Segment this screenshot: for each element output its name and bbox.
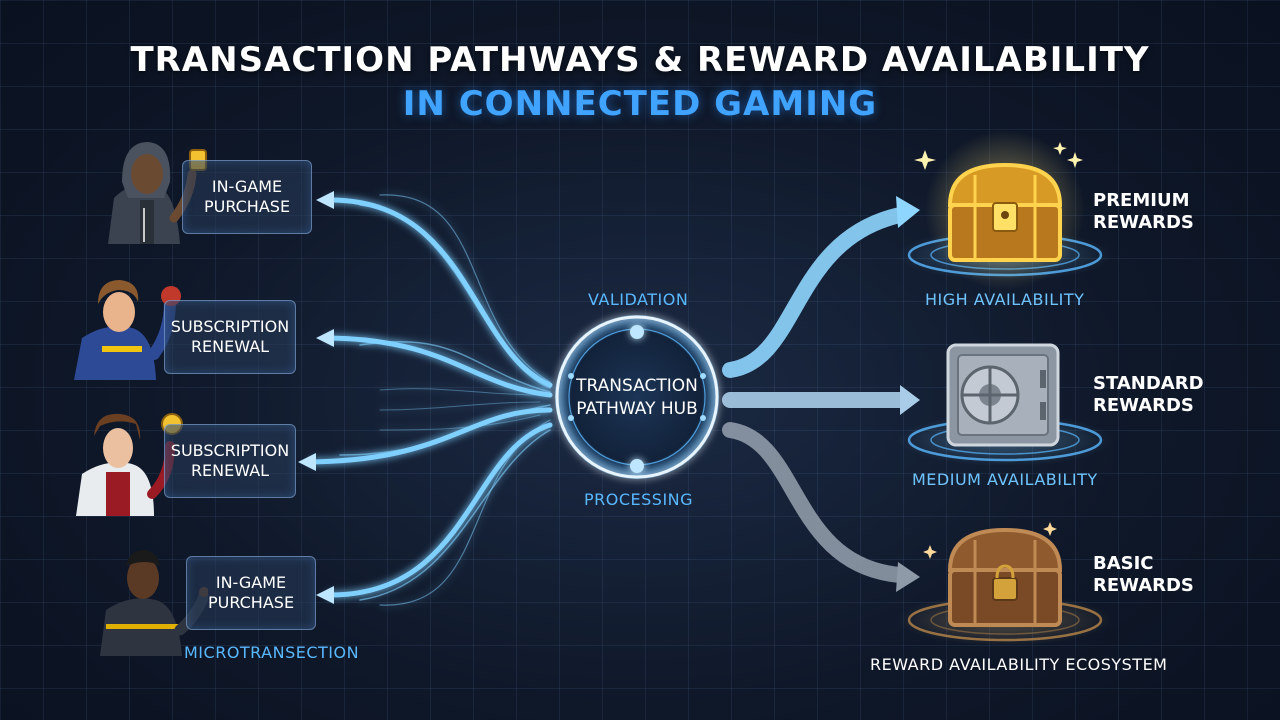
source-4-line1: IN-GAME bbox=[215, 573, 287, 592]
arrowhead-basic bbox=[896, 562, 920, 592]
gold-treasure-chest-icon bbox=[897, 130, 1113, 290]
arrowhead-premium bbox=[896, 196, 920, 228]
flow-line-1c bbox=[379, 194, 551, 383]
outbound-arrowheads bbox=[896, 196, 920, 592]
hub-circle bbox=[555, 315, 719, 479]
reward-standard-label: STANDARD REWARDS bbox=[1093, 373, 1204, 417]
source-box-3: SUBSCRIPTION RENEWAL bbox=[164, 424, 296, 498]
source-caption: MICROTRANSECTION bbox=[184, 643, 360, 662]
source-1-line2: PURCHASE bbox=[203, 197, 291, 216]
reward-premium-line2: REWARDS bbox=[1093, 212, 1194, 233]
flow-line-2b bbox=[359, 341, 551, 393]
source-2-line2: RENEWAL bbox=[190, 337, 270, 356]
source-1-line1: IN-GAME bbox=[211, 177, 283, 196]
availability-high: HIGH AVAILABILITY bbox=[925, 290, 1085, 309]
source-2-line1: SUBSCRIPTION bbox=[170, 317, 290, 336]
source-box-4: IN-GAME PURCHASE bbox=[186, 556, 316, 630]
arrowhead-3 bbox=[298, 453, 316, 471]
gamer-pointing-icon bbox=[100, 550, 208, 656]
flow-line-3b bbox=[339, 404, 551, 456]
flow-line-4c bbox=[379, 419, 551, 606]
source-3-line1: SUBSCRIPTION bbox=[170, 441, 290, 460]
arrowhead-4 bbox=[316, 586, 334, 604]
reward-standard-line1: STANDARD bbox=[1093, 373, 1204, 394]
arrowhead-2 bbox=[316, 329, 334, 347]
flow-line-1 bbox=[327, 197, 553, 388]
availability-medium: MEDIUM AVAILABILITY bbox=[912, 470, 1098, 489]
hub-title-line2: PATHWAY HUB bbox=[576, 399, 698, 419]
flow-line-1b bbox=[359, 204, 551, 389]
bronze-chest-icon bbox=[897, 522, 1113, 646]
reward-premium-label: PREMIUM REWARDS bbox=[1093, 190, 1194, 234]
inbound-arrowheads bbox=[298, 191, 334, 604]
source-3-line2: RENEWAL bbox=[190, 461, 270, 480]
inbound-flow-lines bbox=[309, 194, 553, 606]
title-line-2: IN CONNECTED GAMING bbox=[402, 84, 878, 124]
reward-premium-line1: PREMIUM bbox=[1093, 190, 1190, 211]
hub-title: TRANSACTION PATHWAY HUB bbox=[555, 375, 719, 421]
flow-line-2 bbox=[327, 335, 553, 398]
arrowhead-1 bbox=[316, 191, 334, 209]
hub-node-top bbox=[630, 325, 644, 339]
flow-line-4b bbox=[359, 429, 551, 601]
source-box-2: SUBSCRIPTION RENEWAL bbox=[164, 300, 296, 374]
flow-basic bbox=[722, 422, 908, 583]
outbound-flow-lines bbox=[722, 207, 913, 583]
arrowhead-standard bbox=[900, 385, 920, 415]
reward-basic-line2: REWARDS bbox=[1093, 575, 1194, 596]
hub-bottom-label: PROCESSING bbox=[584, 490, 694, 509]
flow-line-4 bbox=[327, 422, 553, 598]
reward-standard-line2: REWARDS bbox=[1093, 395, 1194, 416]
hub-title-line1: TRANSACTION bbox=[576, 376, 698, 396]
source-4-line2: PURCHASE bbox=[207, 593, 295, 612]
steel-vault-icon bbox=[897, 343, 1113, 466]
hub-node-bottom bbox=[630, 459, 644, 473]
reward-basic-label: BASIC REWARDS bbox=[1093, 553, 1194, 597]
source-box-1: IN-GAME PURCHASE bbox=[182, 160, 312, 234]
reward-basic-line1: BASIC bbox=[1093, 553, 1154, 574]
footer-ecosystem: REWARD AVAILABILITY ECOSYSTEM bbox=[870, 655, 1168, 674]
hub-top-label: VALIDATION bbox=[588, 290, 689, 309]
gamer-fist-icon bbox=[74, 280, 181, 380]
title-line-1: TRANSACTION PATHWAYS & REWARD AVAILABILI… bbox=[130, 40, 1150, 80]
flow-premium bbox=[722, 207, 908, 378]
